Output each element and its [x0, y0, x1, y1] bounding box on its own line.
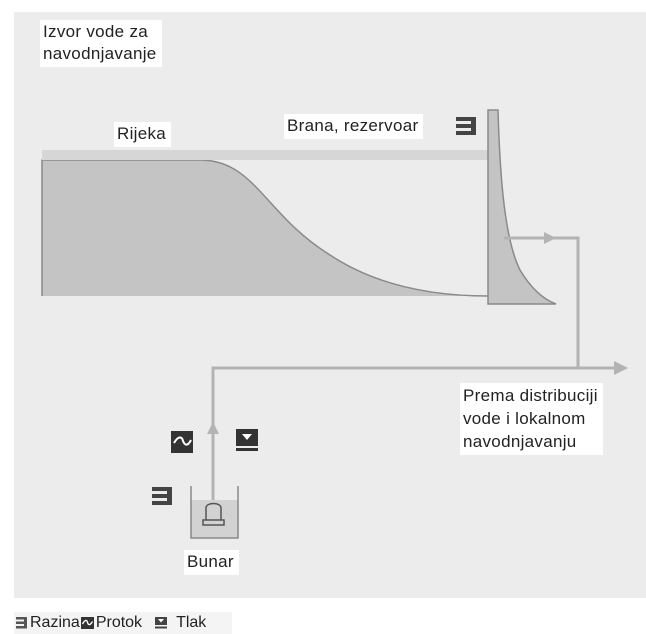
river-shape [42, 160, 488, 296]
river-label: Rijeka [114, 122, 172, 147]
destination-line-2: vode i lokalnom [463, 409, 586, 428]
well-up-arrow [207, 422, 219, 434]
river-top-band [42, 150, 488, 160]
level-icon [16, 617, 27, 629]
dam-outflow-arrow [544, 232, 556, 244]
dam-level-icon [456, 117, 476, 135]
well-outline [190, 486, 239, 539]
well-level-icon [152, 487, 172, 505]
destination-line-1: Prema distribuciji [463, 386, 598, 405]
destination-label: Prema distribuciji vode i lokalnom navod… [460, 383, 603, 455]
pump-icon [202, 502, 225, 526]
destination-line-3: navodnjavanju [463, 432, 577, 451]
well-label: Bunar [184, 550, 239, 575]
diagram-background [14, 12, 642, 598]
river-outline [41, 159, 489, 297]
title-line-1: Izvor vode za [43, 22, 149, 41]
legend-item-flow: Protok [80, 614, 142, 632]
diagram-title: Izvor vode za navodnjavanje [40, 20, 162, 67]
legend-item-level: Razina [14, 614, 80, 632]
dam-outflow-pipe [504, 236, 580, 368]
main-distribution-pipe [211, 366, 620, 500]
pressure-icon [155, 617, 168, 629]
well-water [191, 500, 238, 538]
dam-label: Brana, rezervoar [284, 114, 424, 139]
legend-label-flow: Protok [95, 614, 143, 631]
frame-edge [630, 12, 646, 634]
legend-item-pressure: Tlak [152, 614, 206, 632]
legend-label-level: Razina [30, 614, 80, 631]
distribution-arrow [614, 361, 628, 375]
legend: Razina Protok Tlak [14, 612, 233, 634]
legend-label-pressure: Tlak [176, 614, 207, 631]
title-line-2: navodnjavanje [43, 44, 157, 63]
well-pressure-icon [236, 429, 258, 451]
flow-icon [80, 617, 94, 629]
well-flow-icon [171, 431, 193, 453]
dam-wall [487, 109, 557, 305]
